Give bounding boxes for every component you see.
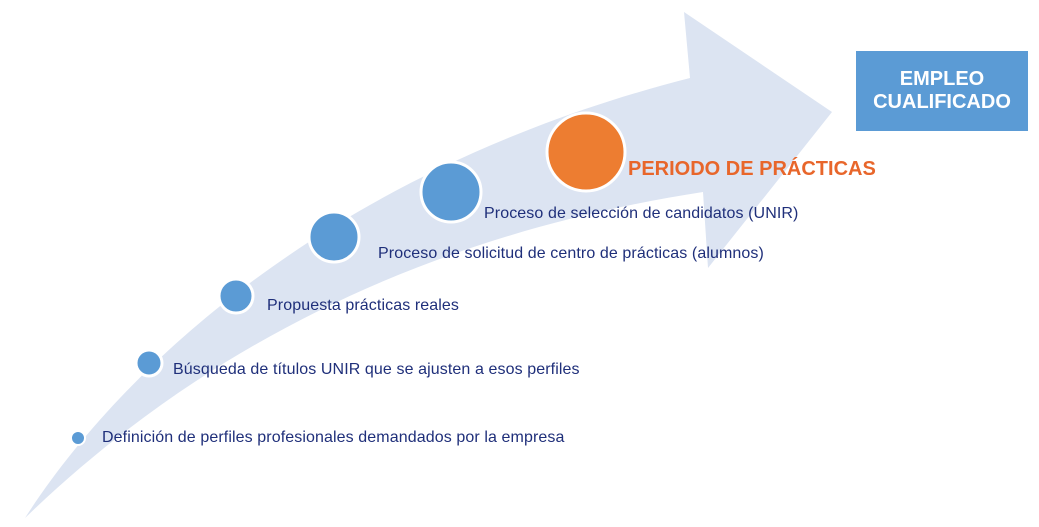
step-circle-2 <box>134 348 164 378</box>
curved-arrow <box>25 12 832 518</box>
step-label-2: Búsqueda de títulos UNIR que se ajusten … <box>173 361 580 378</box>
highlight-circle <box>545 111 627 193</box>
goal-box: EMPLEO CUALIFICADO <box>856 51 1028 131</box>
goal-line-2: CUALIFICADO <box>873 91 1011 113</box>
goal-line-1: EMPLEO <box>899 68 985 90</box>
step-circle-4 <box>307 210 361 264</box>
step-circle-3 <box>217 277 255 315</box>
step-circle-1 <box>70 430 86 446</box>
step-circle-5 <box>419 160 483 224</box>
highlight-label: PERIODO DE PRÁCTICAS <box>628 158 876 180</box>
step-label-4: Proceso de solicitud de centro de prácti… <box>378 245 764 262</box>
step-label-1: Definición de perfiles profesionales dem… <box>102 429 565 446</box>
step-label-3: Propuesta prácticas reales <box>267 297 460 314</box>
step-label-5: Proceso de selección de candidatos (UNIR… <box>484 205 799 222</box>
